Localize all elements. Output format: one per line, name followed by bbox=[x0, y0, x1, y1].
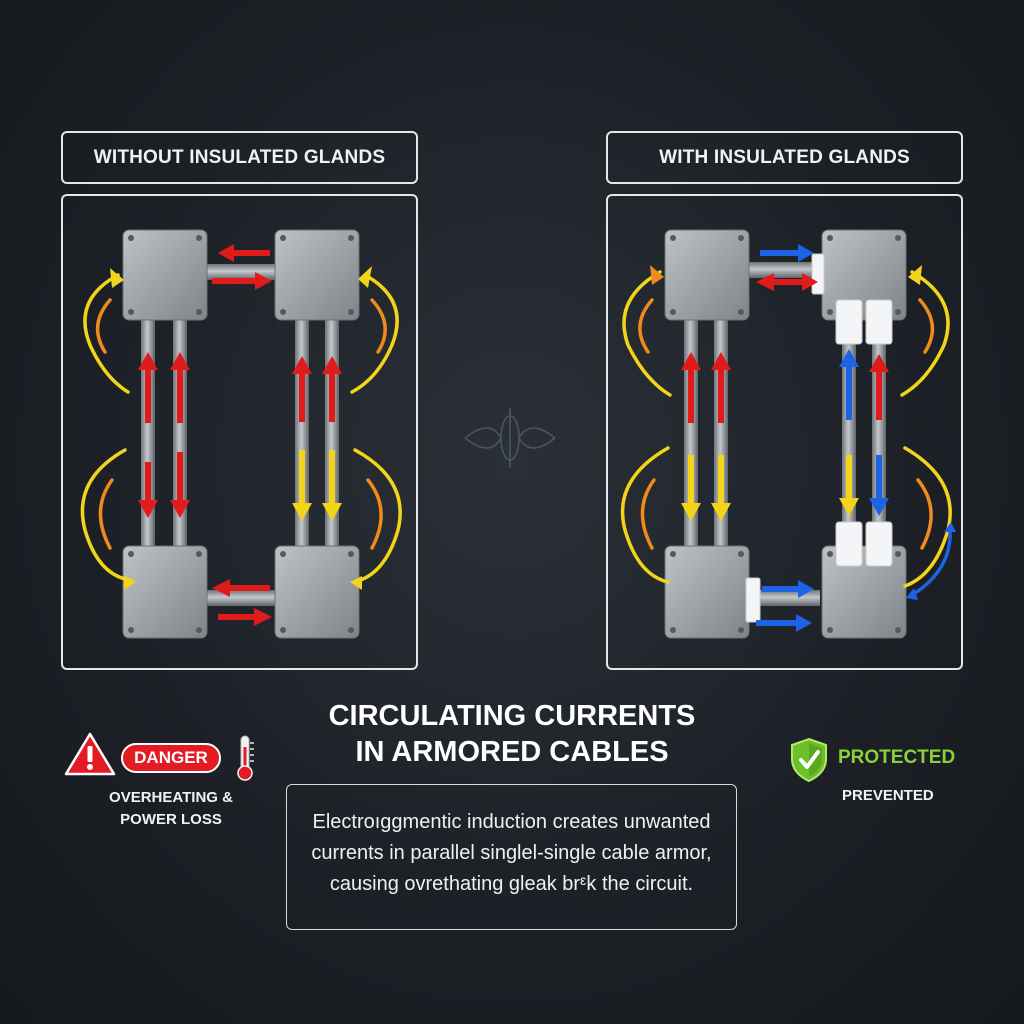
junction-box bbox=[664, 545, 750, 639]
current-arrow-up bbox=[681, 352, 889, 423]
danger-line-2: POWER LOSS bbox=[120, 811, 222, 828]
right-panel-label: WITH INSULATED GLANDS bbox=[606, 131, 963, 184]
thermometer-icon bbox=[237, 735, 254, 781]
cable-armor bbox=[684, 315, 698, 555]
danger-line-1: OVERHEATING & bbox=[109, 789, 233, 806]
right-cable-system bbox=[620, 229, 956, 639]
title-line-2: IN ARMORED CABLES bbox=[355, 736, 669, 768]
junction-box bbox=[274, 229, 360, 321]
danger-badge: DANGER bbox=[121, 743, 221, 773]
magnetic-field-loops bbox=[620, 265, 956, 600]
current-arrow-down-yellow bbox=[292, 450, 342, 521]
left-panel-frame bbox=[61, 194, 418, 670]
insulated-gland bbox=[745, 253, 893, 623]
description-line-3: causing ovrethating gleak brᵋk the circu… bbox=[329, 873, 694, 895]
shield-check-icon bbox=[791, 737, 827, 783]
cable-armor bbox=[205, 264, 280, 280]
junction-box bbox=[122, 229, 208, 321]
description-line-1: Electroıggmentic induction creates unwan… bbox=[312, 811, 711, 833]
current-arrow-up bbox=[292, 356, 342, 422]
current-arrow-horizontal bbox=[756, 273, 818, 291]
junction-box bbox=[664, 229, 750, 321]
cable-armor bbox=[842, 340, 856, 530]
description-box: Electroıggmentic induction creates unwan… bbox=[286, 784, 737, 930]
warning-triangle-icon bbox=[64, 732, 116, 776]
induction-emblem-icon bbox=[464, 408, 556, 468]
cable-armor bbox=[872, 340, 886, 530]
current-arrow-down bbox=[138, 452, 190, 518]
current-arrow-down-yellow bbox=[681, 455, 859, 521]
magnetic-field-loops bbox=[80, 266, 402, 590]
cable-armor bbox=[173, 315, 187, 555]
junction-box bbox=[122, 545, 208, 639]
cable-armor bbox=[295, 315, 309, 555]
title-line-1: CIRCULATING CURRENTS bbox=[328, 700, 696, 732]
danger-description: OVERHEATING & POWER LOSS bbox=[86, 787, 256, 831]
cable-armor bbox=[748, 262, 818, 278]
cable-armor bbox=[141, 315, 155, 555]
junction-box bbox=[821, 545, 907, 639]
main-title: CIRCULATING CURRENTS IN ARMORED CABLES bbox=[262, 698, 762, 770]
cable-armor bbox=[760, 590, 820, 606]
junction-box bbox=[274, 545, 360, 639]
description-line-2: currents in parallel singlel-single cabl… bbox=[311, 842, 712, 864]
cable-armor bbox=[325, 315, 339, 555]
left-panel-label: WITHOUT INSULATED GLANDS bbox=[61, 131, 418, 184]
right-panel-frame bbox=[606, 194, 963, 670]
left-cable-system bbox=[80, 229, 402, 639]
current-arrow-blue bbox=[756, 244, 889, 632]
prevented-status: PREVENTED bbox=[842, 787, 934, 804]
cable-armor bbox=[205, 590, 280, 606]
current-arrow-up bbox=[138, 352, 190, 423]
protected-label: PROTECTED bbox=[838, 747, 956, 768]
cable-armor bbox=[714, 315, 728, 555]
current-arrow-horizontal bbox=[212, 244, 272, 626]
junction-box bbox=[821, 229, 907, 321]
